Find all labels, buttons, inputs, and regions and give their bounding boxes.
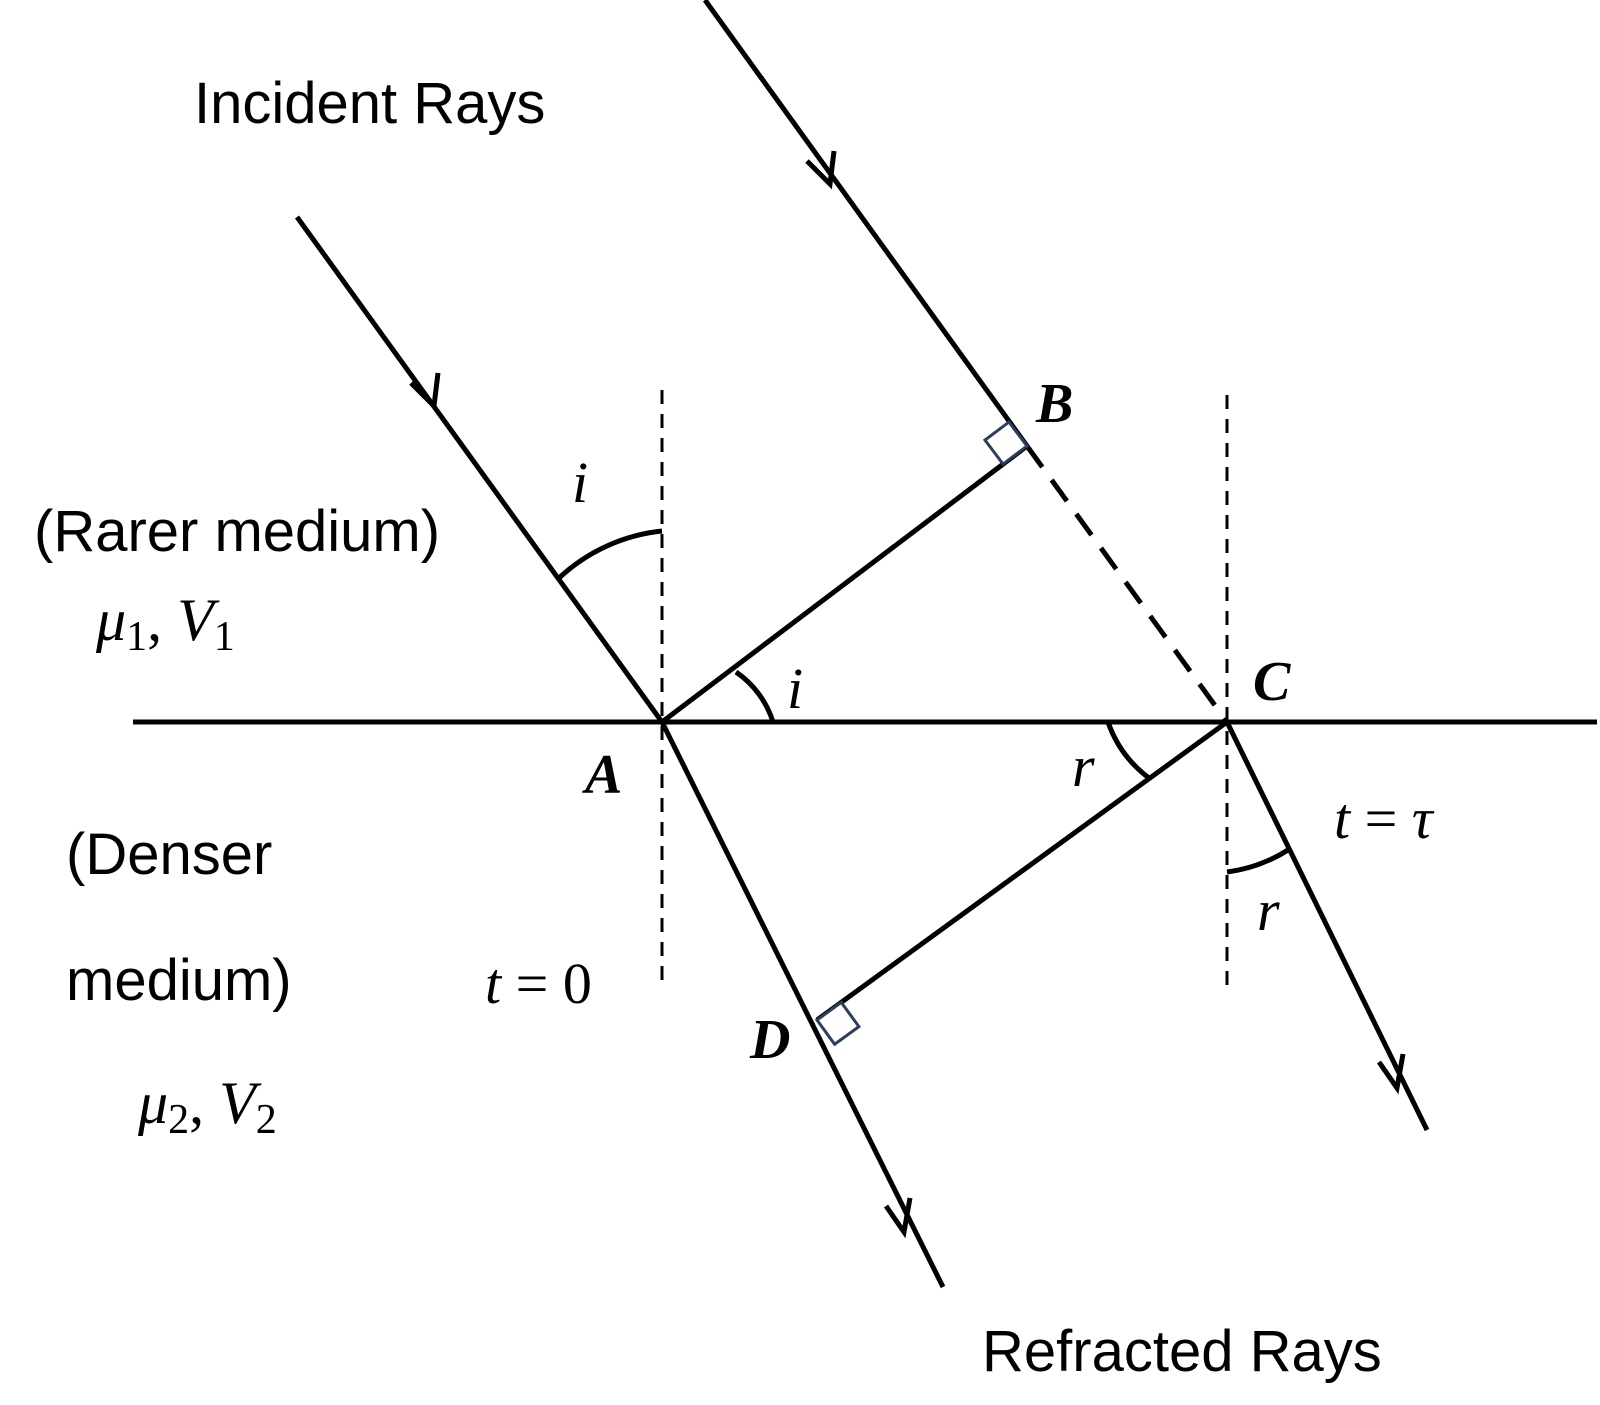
time-zero-t: t xyxy=(485,951,503,1016)
refracted-ray-left xyxy=(659,720,946,1289)
denser-medium-label-line2: medium) xyxy=(66,948,292,1013)
time-zero-value: 0 xyxy=(563,951,592,1016)
v1-subscript: 1 xyxy=(214,614,235,660)
refracted-rays-label: Refracted Rays xyxy=(982,1319,1382,1384)
right-angle-marker-d xyxy=(814,1000,861,1047)
incident-ray-extension-bc xyxy=(1024,444,1230,724)
point-b-label: B xyxy=(1035,373,1073,435)
mu1-symbol: μ xyxy=(95,587,126,653)
incident-wavefront-ab xyxy=(660,444,1029,724)
angle-i-wavefront-label: i xyxy=(787,656,803,721)
mu2-symbol: μ xyxy=(137,1070,168,1136)
angle-arc-i-incidence xyxy=(557,528,663,580)
angle-arc-i-wavefront xyxy=(734,669,776,723)
refracted-arrow-left xyxy=(883,1197,913,1239)
refracted-arrow-right xyxy=(1376,1053,1406,1095)
v2-subscript: 2 xyxy=(256,1097,277,1143)
angle-arc-r-refraction xyxy=(1226,845,1293,875)
denser-medium-constants: μ2, V2 xyxy=(137,1070,277,1143)
rarer-medium-label: (Rarer medium) xyxy=(34,499,440,564)
point-a-label: A xyxy=(582,744,622,806)
angle-r-wavefront-label: r xyxy=(1072,734,1095,799)
rarer-medium-constants: μ1, V1 xyxy=(95,587,235,660)
angle-i-incidence-label: i xyxy=(572,450,588,515)
right-angle-marker-b xyxy=(982,419,1030,467)
time-zero-label: t = 0 xyxy=(485,951,592,1016)
rarer-separator: , xyxy=(147,587,177,653)
incident-ray-right xyxy=(702,0,1030,448)
incident-rays-label: Incident Rays xyxy=(194,71,545,136)
time-tau-t: t xyxy=(1334,786,1352,851)
point-d-label: D xyxy=(749,1009,790,1071)
refracted-ray-right xyxy=(1224,720,1430,1132)
incident-ray-left xyxy=(294,215,665,724)
time-tau-value: τ xyxy=(1412,786,1435,851)
mu2-subscript: 2 xyxy=(168,1097,189,1143)
denser-medium-label-line1: (Denser xyxy=(66,822,272,887)
time-tau-eq: = xyxy=(1350,786,1412,851)
incident-arrow-left xyxy=(409,372,441,412)
time-tau-label: t = τ xyxy=(1334,786,1435,851)
point-c-label: C xyxy=(1253,651,1291,713)
incident-arrow-right xyxy=(805,150,837,190)
mu1-subscript: 1 xyxy=(126,614,147,660)
angle-arc-r-wavefront xyxy=(1105,721,1151,781)
time-zero-eq: = xyxy=(501,951,563,1016)
angle-r-refraction-label: r xyxy=(1257,878,1280,943)
refracted-wavefront-dc xyxy=(815,719,1229,1023)
v1-symbol: V xyxy=(177,587,220,653)
v2-symbol: V xyxy=(219,1070,262,1136)
denser-separator: , xyxy=(189,1070,219,1136)
